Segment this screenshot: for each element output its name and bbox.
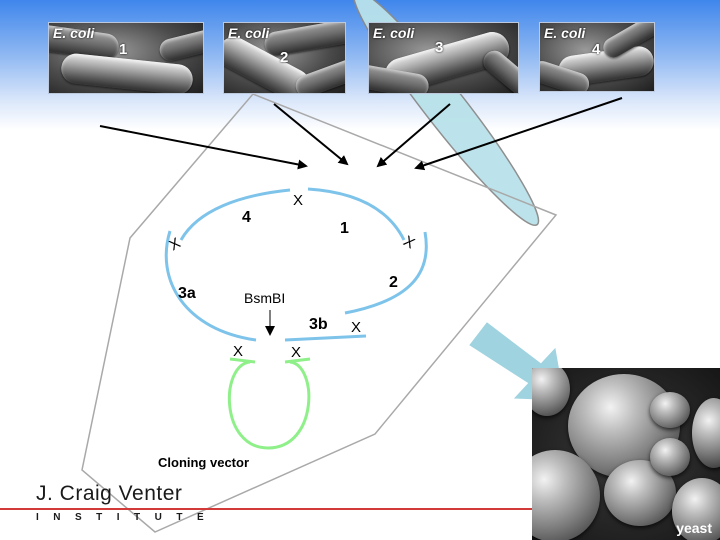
ecoli-panel-4: E. coli 4 [539,22,655,92]
yeast-panel: yeast [532,368,720,540]
arrow-from-panel-4 [414,97,623,171]
cloning-vector-label: Cloning vector [158,455,250,470]
vector-end-left [229,357,256,364]
panel-4-title: E. coli [544,25,586,41]
ecoli-panel-1: E. coli 1 [48,22,204,94]
ecoli-panel-3: E. coli 3 [368,22,519,94]
panel-3-number: 3 [435,39,444,56]
enzyme-label: BsmBI [244,290,286,306]
panel-4-number: 4 [592,41,601,58]
fragment-label-3a: 3a [178,285,196,302]
fragment-2-arc [344,231,428,315]
panel-2-title: E. coli [228,25,270,41]
panel-3-title: E. coli [373,25,415,41]
junction-marker-top: X [293,192,304,209]
fragment-3a-arc [164,230,257,342]
fragment-4-arc [179,188,291,241]
panel-1-title: E. coli [53,25,95,41]
outline-polygon [81,93,558,533]
fragment-label-3b: 3b [309,316,328,333]
logo-name: J. Craig Venter [36,482,183,505]
arrow-from-panel-2 [273,103,349,166]
fragment-3b-line [284,334,367,342]
yeast-label: yeast [676,520,712,536]
junction-marker-vector-right: X [291,344,302,361]
arrow-from-panel-3 [376,103,451,168]
fragment-label-2: 2 [389,274,398,291]
junction-marker-vector-left: X [233,343,244,360]
logo-subtitle: INSTITUTE [36,512,219,523]
arrow-from-panel-1 [99,125,308,170]
vector-end-right [284,357,311,364]
ecoli-panel-2: E. coli 2 [223,22,346,94]
cloning-vector-loop [227,360,311,450]
fragment-1-arc [307,187,406,241]
junction-marker-3b: X [351,319,362,336]
panel-1-number: 1 [119,41,128,58]
fragment-label-1: 1 [340,220,349,237]
panel-2-number: 2 [280,49,289,66]
fragment-label-4: 4 [242,209,251,226]
